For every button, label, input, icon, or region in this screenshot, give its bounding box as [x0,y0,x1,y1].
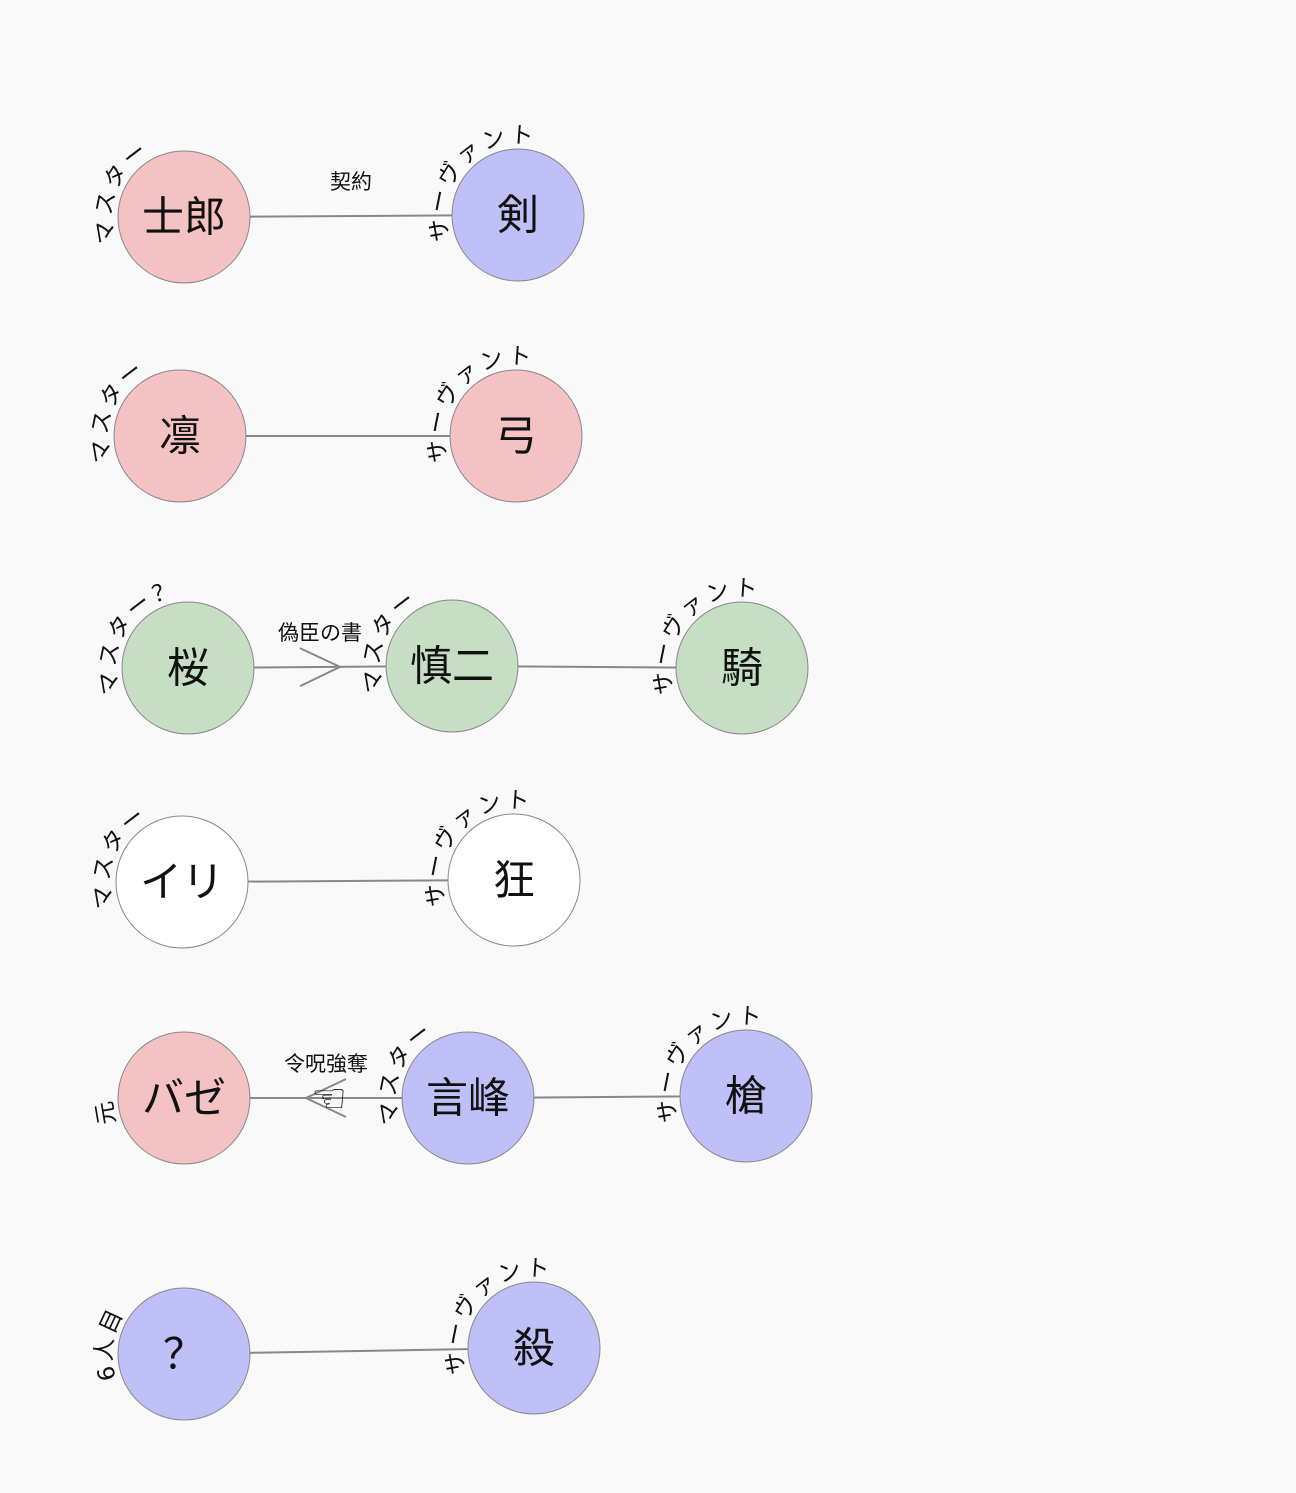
node-label: ？ [163,1330,205,1379]
node-label: 剣 [497,191,539,240]
node-circle[interactable] [467,1281,601,1415]
node-circle[interactable] [117,1031,251,1165]
node-circle[interactable] [113,369,247,503]
node-circle[interactable] [679,1029,813,1163]
node-circle[interactable] [675,601,809,735]
node-label: 士郎 [142,193,226,242]
node-circle[interactable] [121,601,255,735]
node-label: イリ [140,858,224,907]
arrow-head-icon [303,1078,347,1118]
node-circle[interactable] [401,1031,535,1165]
node-label: バゼ [142,1074,226,1123]
node-circle[interactable] [117,150,251,284]
node-circle[interactable] [117,1287,251,1421]
node-label: 凛 [159,412,201,461]
edge-label: 令呪強奪 [284,1052,368,1076]
node-circle[interactable] [385,599,519,733]
pointing-hand-icon: ☜ [311,1076,347,1122]
node-circle[interactable] [115,815,249,949]
node-bazett[interactable]: バゼ元 [91,1031,251,1165]
node-label: 騎 [721,644,763,693]
node-unknown[interactable]: ？6人目 [91,1287,251,1421]
edge-label: 偽臣の書 [278,621,362,645]
node-label: 狂 [493,856,535,905]
role-label: 元 [91,1096,121,1126]
node-label: 慎二 [410,642,494,691]
arrow-head-icon [299,647,343,688]
node-label: 弓 [495,412,537,461]
node-circle[interactable] [449,369,583,503]
node-circle[interactable] [451,148,585,282]
node-label: 槍 [725,1072,767,1121]
node-circle[interactable] [447,813,581,947]
node-label: 桜 [167,644,209,693]
node-label: 言峰 [426,1074,510,1123]
node-label: 殺 [513,1324,555,1373]
edge-label: 契約 [330,170,372,194]
